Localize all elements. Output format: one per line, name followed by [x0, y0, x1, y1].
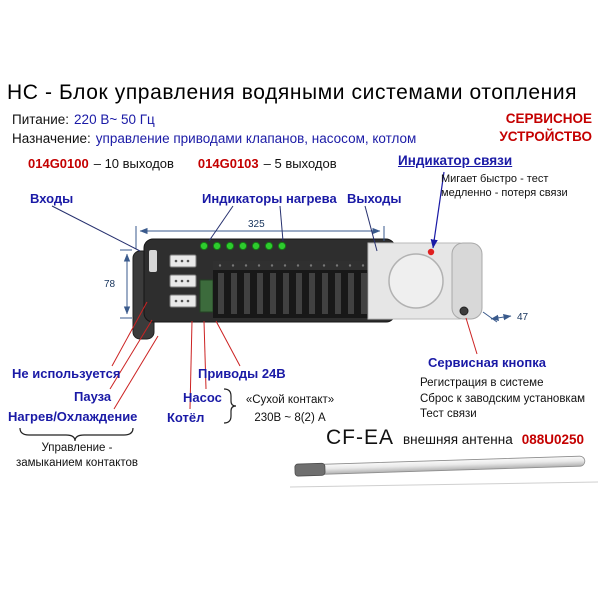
power-value: 220 В~ 50 Гц: [74, 112, 155, 127]
antenna-caption: CF-EA внешняя антенна 088U0250: [326, 426, 584, 450]
dim-depth-label: 47: [517, 312, 529, 323]
dim-width-label: 325: [248, 219, 265, 230]
service-button: [459, 306, 469, 316]
not-used-label: Не используется: [12, 366, 121, 381]
antenna-code: 088U0250: [521, 432, 585, 447]
device-body: [143, 238, 396, 323]
dry-contact-line1: «Сухой контакт»: [245, 394, 335, 406]
end-cap: [451, 242, 483, 320]
inputs-label: Входы: [30, 191, 74, 206]
pump-label: Насос: [183, 390, 222, 405]
page-title: НС - Блок управления водяными системами …: [7, 81, 578, 104]
output-terminals: [199, 261, 372, 318]
service-button-label: Сервисная кнопка: [428, 355, 546, 370]
antenna-name: внешняя антенна: [403, 432, 513, 447]
purpose-spec: Назначение: управление приводами клапанов…: [12, 131, 416, 146]
service-device-line1: СЕРВИСНОЕ: [505, 111, 592, 126]
model-desc-1: – 10 выходов: [93, 156, 174, 171]
contact-control-brace: [19, 427, 134, 442]
model-code-2: 014G0103: [197, 156, 259, 171]
heating-leds: [199, 241, 287, 251]
dial-circle: [388, 253, 444, 309]
guide-lines: [51, 205, 378, 252]
comm-indicator-label: Индикатор связи: [398, 153, 513, 168]
dry-contact-brace: [223, 388, 237, 424]
contact-control-note: Управление - замыканием контактов: [8, 441, 146, 471]
power-label: Питание:: [12, 112, 70, 127]
boiler-label: Котёл: [167, 410, 205, 425]
mounting-bracket: [132, 250, 155, 340]
body-notch: [149, 250, 157, 272]
dimension-lines: [120, 226, 512, 323]
heat-cool-label: Нагрев/Охлаждение: [8, 409, 138, 424]
antenna-model: CF-EA: [326, 426, 394, 449]
service-button-notes: Регистрация в системе Сброс к заводским …: [420, 376, 585, 423]
heating-indicators-label: Индикаторы нагрева: [202, 191, 337, 206]
power-spec: Питание: 220 В~ 50 Гц: [12, 112, 155, 127]
comm-note-line2: медленно - потеря связи: [441, 187, 568, 199]
antenna-shadow: [289, 481, 599, 488]
comm-note-line1: Мигает быстро - тест: [441, 173, 549, 185]
contact-control-line1: Управление -: [41, 442, 113, 454]
pause-label: Пауза: [74, 389, 112, 404]
comm-indicator-note: Мигает быстро - тест медленно - потеря с…: [441, 172, 568, 200]
service-note-line3: Тест связи: [420, 408, 477, 420]
outputs-label: Выходы: [347, 191, 402, 206]
service-device-note: СЕРВИСНОЕ УСТРОЙСТВО: [452, 110, 592, 146]
antenna-illustration: [294, 455, 586, 477]
service-device-line2: УСТРОЙСТВО: [499, 129, 592, 144]
contact-control-line2: замыканием контактов: [15, 457, 139, 469]
device-illustration: [132, 238, 483, 340]
service-note-line1: Регистрация в системе: [420, 377, 544, 389]
dry-contact-note: «Сухой контакт» 230В ~ 8(2) А: [238, 391, 342, 427]
dim-height-label: 78: [104, 279, 116, 290]
model-code-1: 014G0100: [28, 156, 89, 171]
dry-contact-line2: 230В ~ 8(2) А: [254, 412, 326, 424]
input-terminals: [169, 254, 197, 308]
model-codes: 014G0100 – 10 выходов 014G0103 – 5 выходов: [28, 156, 337, 171]
model-desc-2: – 5 выходов: [263, 156, 337, 171]
comm-indicator-led: [427, 248, 435, 256]
service-note-line2: Сброс к заводским установкам: [420, 392, 586, 405]
actuators-label: Приводы 24В: [198, 366, 286, 381]
dial-section: [367, 242, 461, 320]
purpose-label: Назначение:: [12, 131, 91, 146]
purpose-value: управление приводами клапанов, насосом, …: [95, 131, 417, 146]
